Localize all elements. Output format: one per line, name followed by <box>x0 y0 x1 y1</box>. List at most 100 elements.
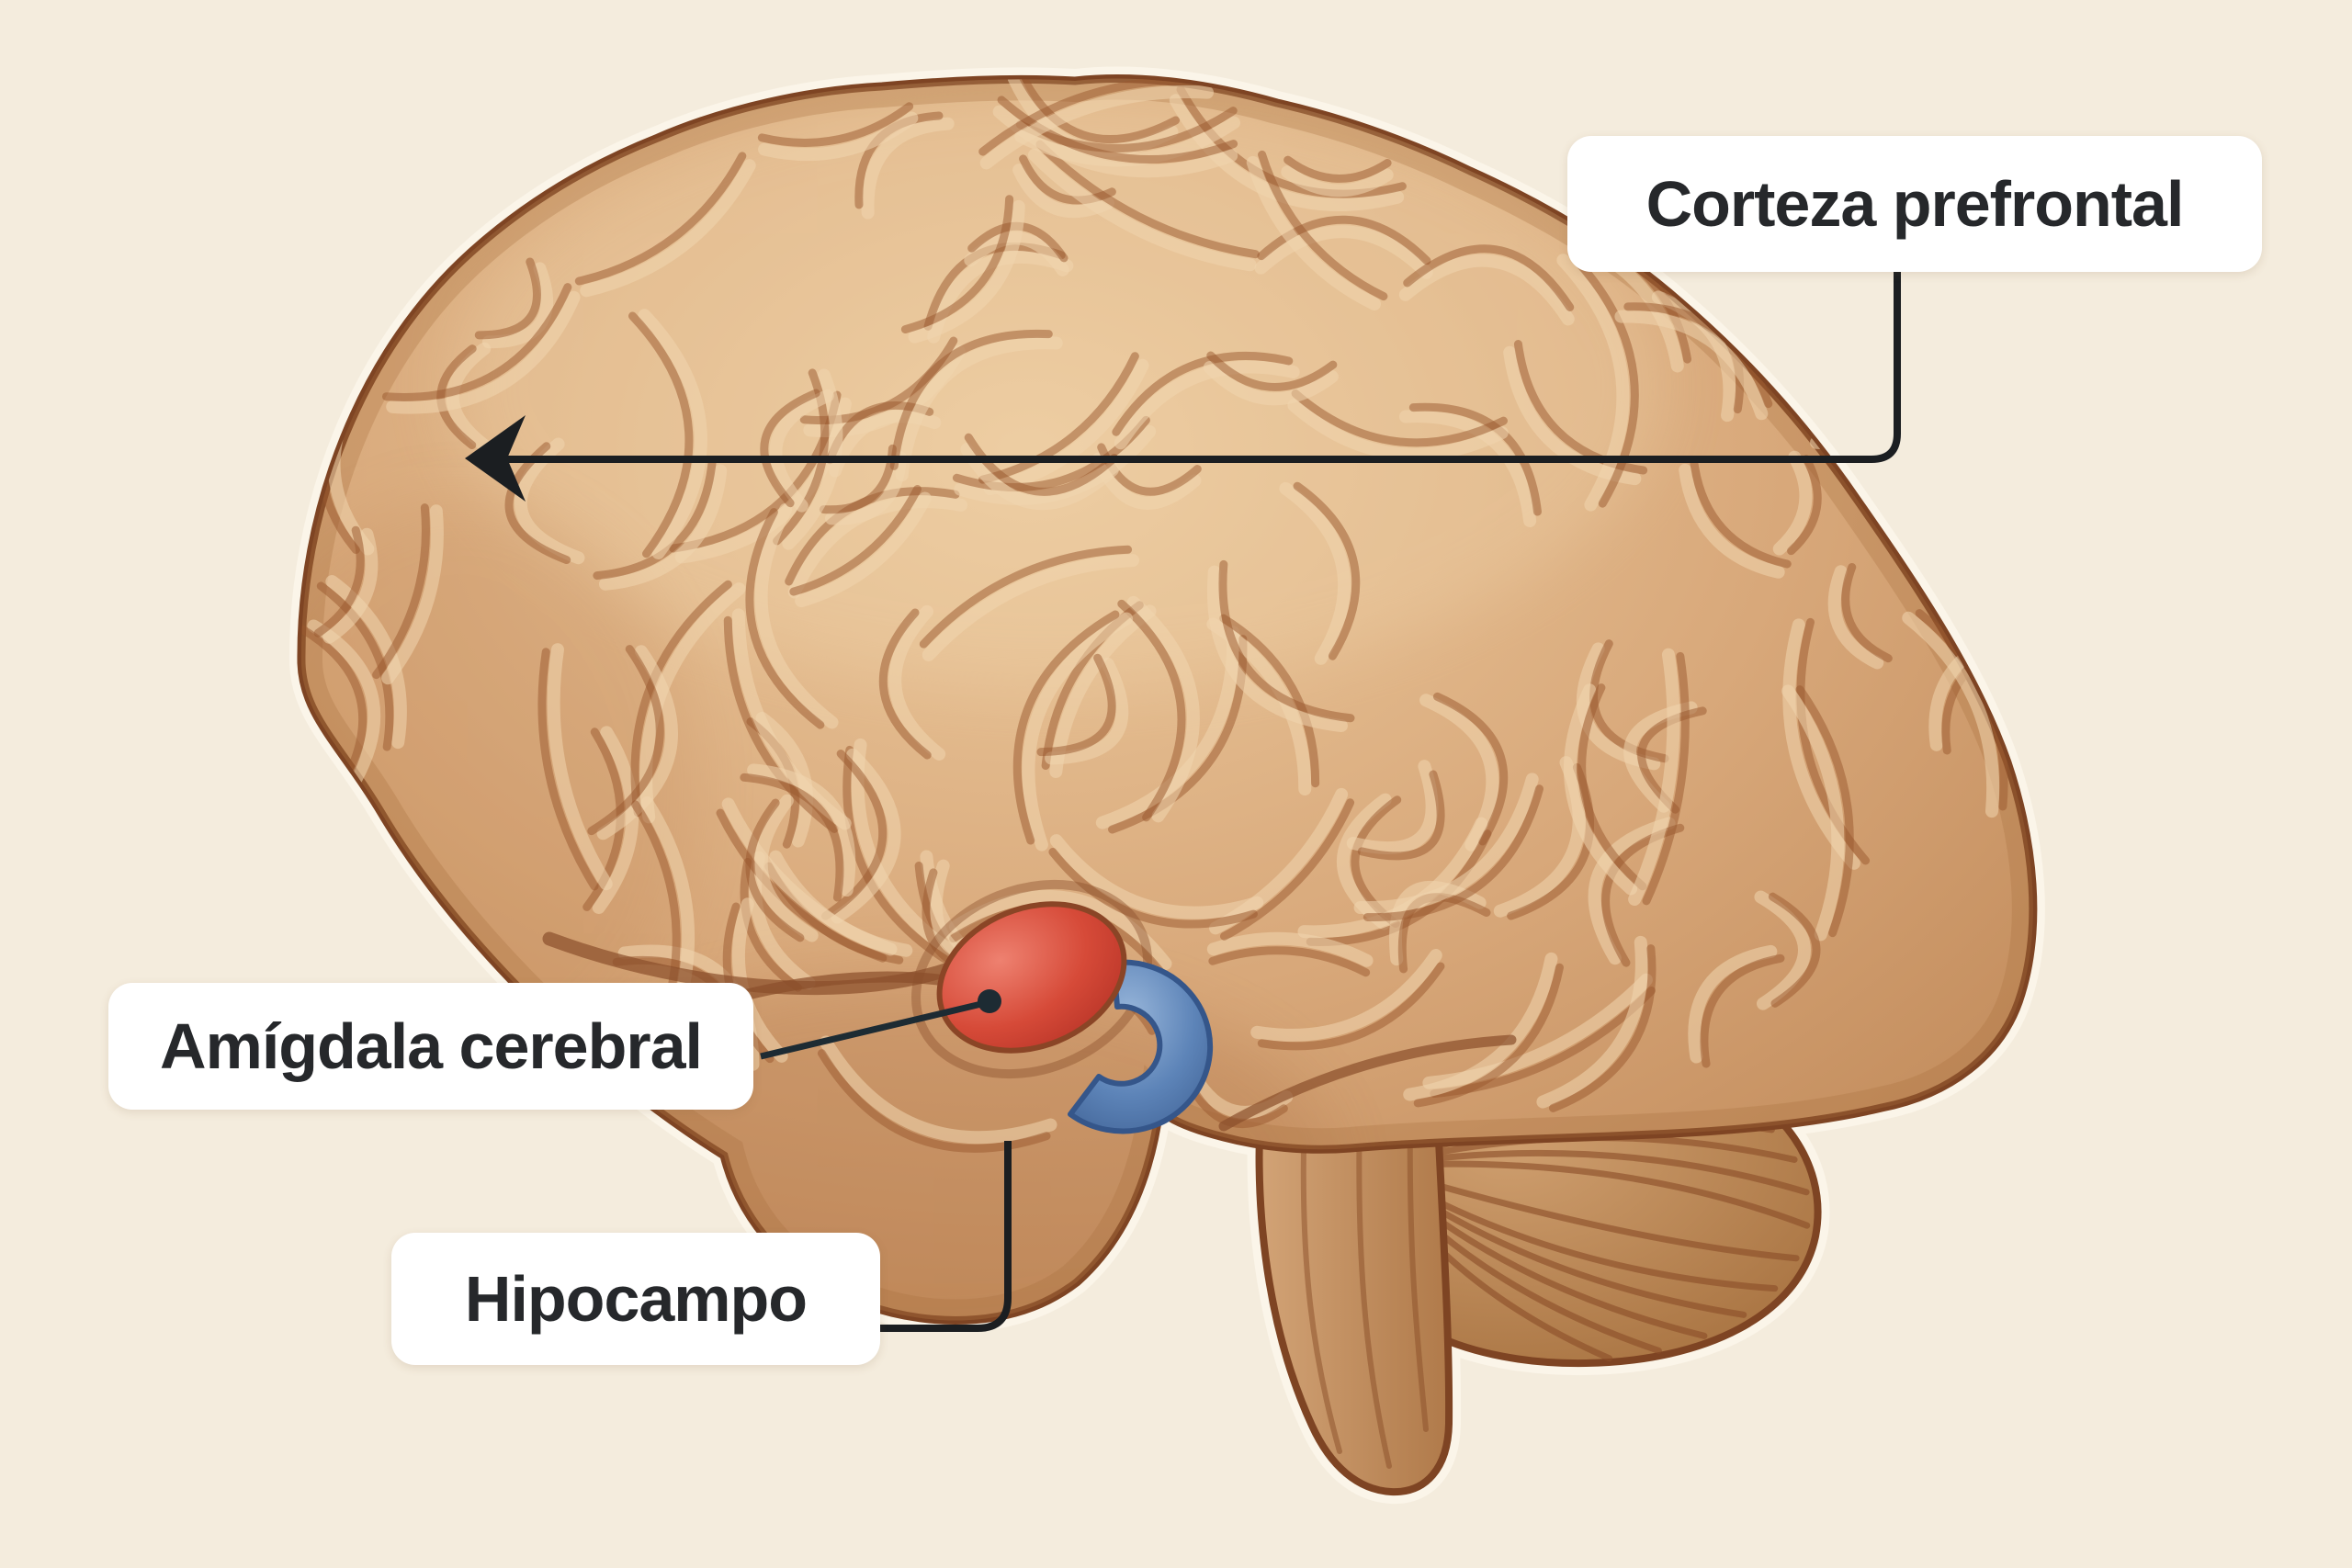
fold-stroke <box>628 311 694 558</box>
fold-stroke <box>580 159 756 298</box>
fold-stroke <box>1250 949 1442 1042</box>
fold-stroke <box>1206 565 1348 733</box>
fold-stroke <box>1022 612 1134 852</box>
prefrontal-connector-line <box>500 270 1901 463</box>
fold-stroke <box>1536 935 1648 1109</box>
fold-stroke <box>1637 706 1707 814</box>
fold-stroke <box>1219 614 1320 788</box>
prefrontal-cortex-label-text: Corteza prefrontal <box>1645 168 2185 240</box>
fold-stroke <box>1389 880 1487 966</box>
fold-stroke <box>596 645 678 840</box>
fold-stroke <box>861 117 955 220</box>
hippocampus-shape <box>1068 959 1214 1134</box>
fold-stroke <box>1035 140 1260 259</box>
fold-stroke <box>574 152 747 286</box>
fold-stroke <box>1628 648 1680 907</box>
connectors <box>465 270 1901 1332</box>
fold-stroke <box>1112 351 1294 436</box>
fold-stroke <box>795 491 932 608</box>
fold-stroke <box>1403 952 1558 1101</box>
fold-stroke <box>1768 892 1821 1008</box>
fold-stroke <box>1772 450 1813 556</box>
fold-stroke <box>831 748 901 924</box>
fold-stroke <box>598 464 728 591</box>
hippocampus-connector-line <box>880 1141 1012 1332</box>
fold-stroke <box>721 797 898 956</box>
fold-stroke <box>979 85 1215 170</box>
fold-stroke <box>1432 692 1509 846</box>
fold-stroke <box>1203 361 1339 406</box>
fold-stroke <box>1036 653 1116 757</box>
fold-stroke <box>1246 155 1382 311</box>
fold-stroke <box>1363 784 1544 921</box>
fold-stroke <box>1220 798 1355 941</box>
amygdala-connector-line <box>760 1000 982 1060</box>
fold-stroke <box>381 504 444 685</box>
fold-stroke <box>1117 599 1186 822</box>
fold-stroke <box>1929 461 2027 626</box>
fold-stroke <box>978 352 1139 484</box>
fold-stroke <box>754 794 819 942</box>
fold-stroke <box>386 290 581 414</box>
fold-stroke <box>900 195 1014 334</box>
fold-stroke <box>745 798 805 942</box>
fold-stroke <box>819 1035 1057 1145</box>
fold-stroke <box>1754 890 1811 1010</box>
fold-stroke <box>1281 165 1394 197</box>
fold-stroke <box>1028 148 1257 272</box>
fold-stroke <box>1353 773 1539 915</box>
fold-stroke <box>1642 651 1690 906</box>
hippocampus-label-text: Hipocampo <box>464 1263 808 1335</box>
fold-stroke <box>1126 595 1200 823</box>
fold-stroke <box>1781 684 1845 942</box>
fold-stroke <box>1796 617 1871 865</box>
fold-stroke <box>1549 944 1657 1112</box>
fold-stroke <box>1883 411 2033 588</box>
fold-stroke <box>300 625 368 787</box>
fold-stroke <box>948 889 1172 971</box>
fold-stroke <box>1413 963 1564 1108</box>
fold-stroke <box>1218 559 1355 723</box>
fold-stroke <box>1841 562 1893 663</box>
fold-stroke <box>1787 455 1822 556</box>
fold-stroke <box>1357 770 1445 861</box>
fold-stroke <box>1283 155 1392 183</box>
fold-stroke <box>481 262 554 349</box>
fold-stroke <box>474 257 541 340</box>
fold-stroke <box>1795 685 1854 938</box>
fold-stroke <box>1614 310 1769 421</box>
fold-stroke <box>878 608 932 760</box>
fold-stroke <box>754 502 839 729</box>
fold-stroke <box>757 102 914 147</box>
fold-stroke <box>592 726 639 914</box>
fold-stroke <box>638 309 707 560</box>
fold-stroke <box>1556 254 1630 512</box>
fold-stroke <box>1049 834 1264 919</box>
prefrontal-arrowhead <box>465 415 526 502</box>
amygdala-label: Amígdala cerebral <box>108 983 753 1110</box>
brainstem <box>1260 1084 1450 1492</box>
fold-stroke <box>322 527 379 644</box>
fold-stroke <box>1700 953 1785 1068</box>
fold-stroke <box>1257 962 1445 1051</box>
fold-stroke <box>1398 254 1575 326</box>
fold-stroke <box>1208 946 1371 977</box>
amygdala-connector-dot <box>978 989 1001 1013</box>
fold-stroke <box>1279 481 1351 665</box>
fold-stroke <box>895 336 1063 482</box>
fold-stroke <box>1206 931 1374 967</box>
fold-stroke <box>587 645 664 836</box>
deep-structures <box>910 879 1214 1134</box>
fold-stroke <box>740 773 844 902</box>
fold-stroke <box>755 711 813 848</box>
fold-stroke <box>537 648 599 891</box>
fold-stroke <box>1577 683 1647 891</box>
fold-stroke <box>747 763 856 897</box>
fold-stroke <box>1403 244 1575 311</box>
fold-stroke <box>1293 481 1361 660</box>
fold-stroke <box>769 389 834 513</box>
fold-stroke <box>504 442 571 565</box>
fold-stroke <box>1287 399 1509 461</box>
fold-stroke <box>1346 760 1439 854</box>
